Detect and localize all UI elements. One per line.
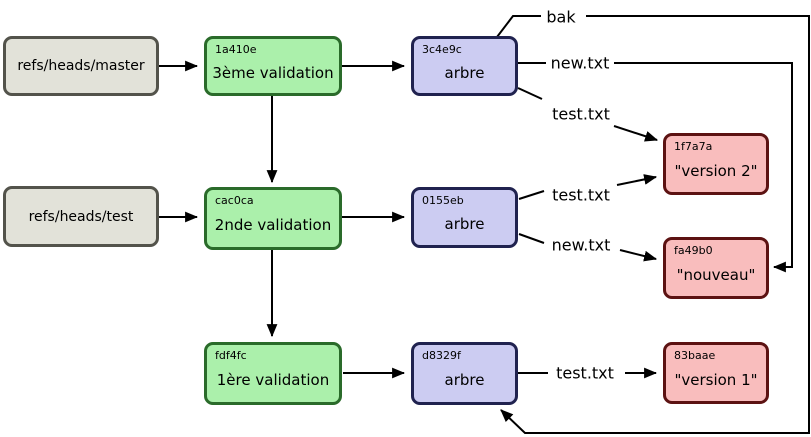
commit-hash: 1a410e: [215, 43, 257, 56]
ref-master-label: refs/heads/master: [17, 58, 145, 74]
edge-label-testtxt-2: test.txt: [549, 185, 613, 205]
ref-test-label: refs/heads/test: [28, 208, 134, 225]
commit-fdf4fc-box: fdf4fc 1ère validation: [204, 342, 342, 405]
ref-master-box: refs/heads/master: [3, 36, 159, 96]
ref-test-box: refs/heads/test: [3, 186, 159, 247]
commit-hash: cac0ca: [215, 194, 254, 207]
commit-label: 3ème validation: [212, 63, 334, 82]
edge-label-newtxt-2: new.txt: [548, 235, 614, 255]
blob-label: "version 2": [674, 161, 758, 180]
edge-label-testtxt-3: test.txt: [553, 363, 617, 383]
edge-label-bak: bak: [543, 7, 579, 27]
blob-label: "nouveau": [676, 265, 756, 284]
blob-label: "version 1": [674, 370, 758, 389]
tree-hash: 3c4e9c: [422, 43, 462, 56]
commit-hash: fdf4fc: [215, 349, 247, 362]
edge-tree1-testtxt-start: [517, 87, 543, 100]
tree-label: arbre: [444, 215, 485, 233]
blob-hash: 1f7a7a: [674, 140, 713, 153]
edge-tree2-newtxt-start: [518, 233, 545, 244]
tree-hash: 0155eb: [422, 194, 464, 207]
tree-0155eb-box: 0155eb arbre: [411, 187, 518, 248]
commit-1a410e-box: 1a410e 3ème validation: [204, 36, 342, 96]
tree-d8329f-box: d8329f arbre: [411, 342, 518, 405]
tree-3c4e9c-box: 3c4e9c arbre: [411, 36, 518, 96]
edge-bak-to-tree3: [500, 15, 810, 434]
commit-label: 2nde validation: [214, 216, 332, 234]
blob-83baae-box: 83baae "version 1": [663, 342, 769, 404]
edge-testtxt1-to-blob1: [613, 125, 659, 142]
tree-label: arbre: [444, 371, 485, 389]
blob-hash: 83baae: [674, 349, 716, 362]
edge-testtxt2-to-blob1: [616, 174, 658, 186]
edge-tree1-bak-start: [496, 15, 541, 38]
edge-label-testtxt-1: test.txt: [549, 104, 613, 124]
blob-hash: fa49b0: [674, 244, 713, 257]
edge-tree2-testtxt-start: [518, 190, 545, 200]
tree-hash: d8329f: [422, 349, 461, 362]
edge-label-newtxt-1: new.txt: [547, 53, 613, 73]
commit-label: 1ère validation: [216, 371, 330, 389]
tree-label: arbre: [444, 63, 485, 82]
edge-newtxt1-to-blob2: [614, 62, 793, 273]
blob-fa49b0-box: fa49b0 "nouveau": [663, 237, 769, 299]
commit-cac0ca-box: cac0ca 2nde validation: [204, 187, 342, 250]
edge-newtxt2-to-blob2: [619, 249, 658, 262]
blob-1f7a7a-box: 1f7a7a "version 2": [663, 133, 769, 195]
